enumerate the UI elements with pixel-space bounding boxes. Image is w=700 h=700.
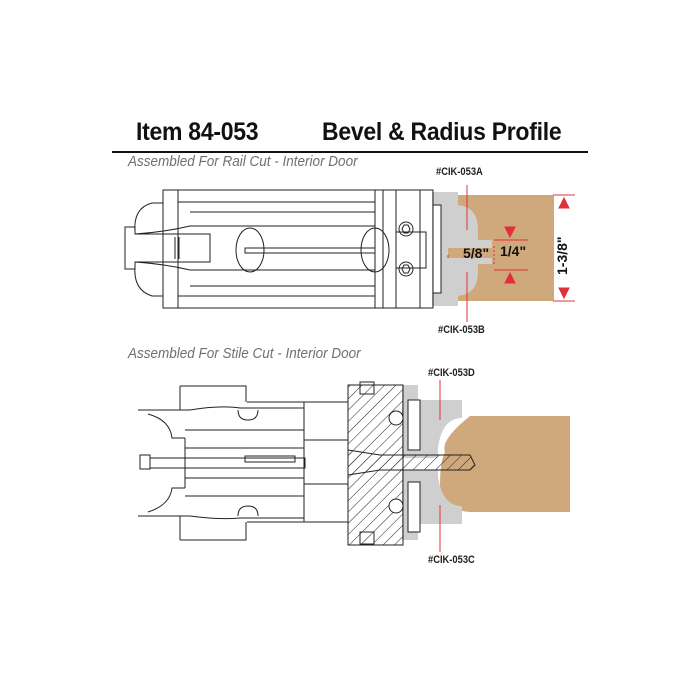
profile-name: Bevel & Radius Profile — [322, 118, 562, 146]
stile-section-title: Assembled For Stile Cut - Interior Door — [128, 345, 361, 362]
header-divider — [112, 151, 588, 153]
cutter-label-053c: #CIK-053C — [428, 554, 475, 566]
cutter-label-053a: #CIK-053A — [436, 166, 483, 178]
cutter-053b — [432, 258, 492, 306]
rail-section-title: Assembled For Rail Cut - Interior Door — [128, 153, 358, 170]
cutter-label-053d: #CIK-053D — [428, 367, 475, 379]
groove-depth-dimension: 5/8" — [463, 245, 490, 261]
cutter-053a — [432, 192, 492, 248]
wood-stock-stile — [440, 416, 570, 512]
cutter-label-053b: #CIK-053B — [438, 324, 485, 336]
groove-width-dimension: 1/4" — [500, 243, 527, 259]
item-number: Item 84-053 — [136, 118, 259, 146]
